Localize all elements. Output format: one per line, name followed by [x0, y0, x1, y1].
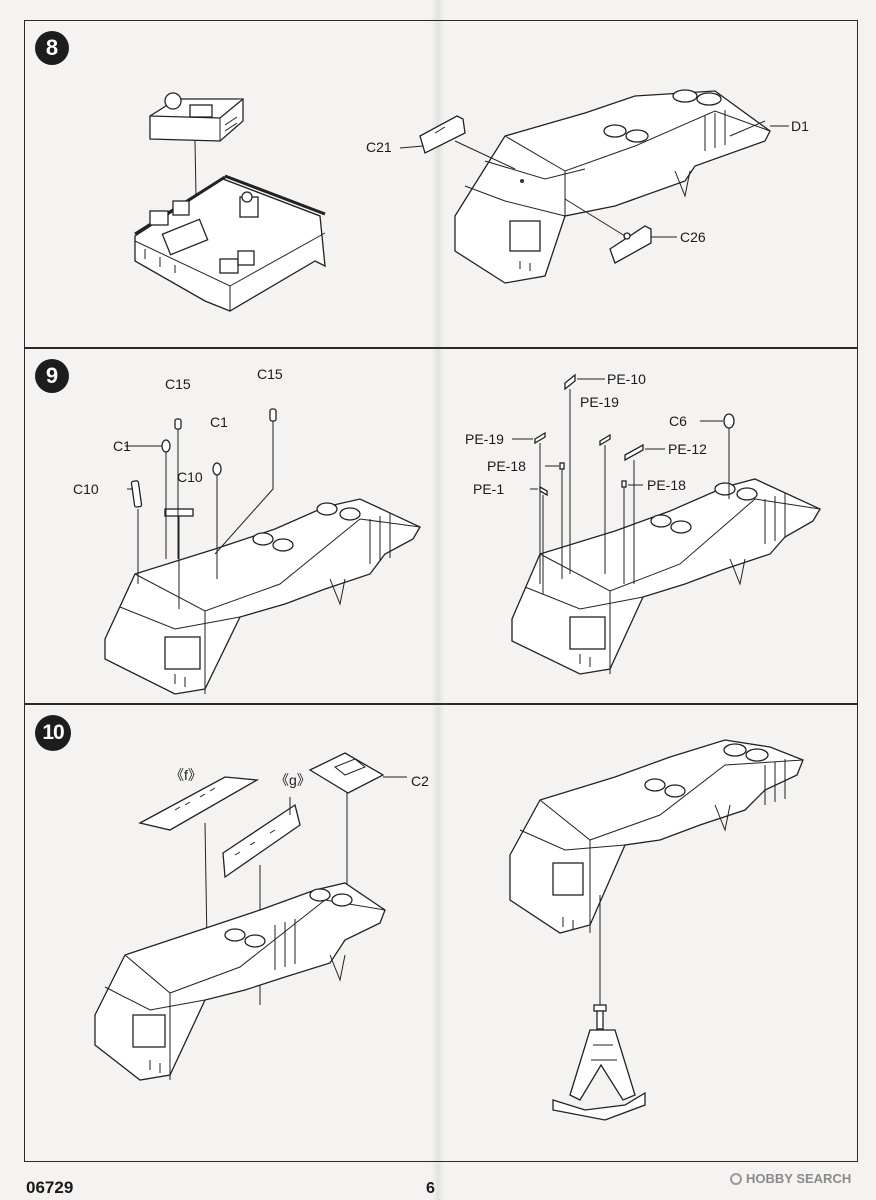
part-c10-b [164, 508, 194, 517]
watermark-logo-icon [730, 1172, 742, 1185]
product-code: 06729 [26, 1178, 74, 1197]
leader-lines [512, 378, 723, 490]
label-pe-10: PE-10 [607, 371, 646, 387]
part-pe-1 [539, 485, 548, 497]
step-10-panel: 10 《f》 《g》 C2 [24, 704, 858, 1162]
label-c6: C6 [669, 413, 687, 429]
label-c10-b: C10 [177, 469, 203, 485]
label-pe-1: PE-1 [473, 481, 504, 497]
label-c1-b: C1 [210, 414, 228, 430]
watermark-text: HOBBY SEARCH [746, 1171, 852, 1186]
step-number-badge: 10 [35, 715, 71, 751]
label-c10-a: C10 [73, 481, 99, 497]
radar-housing-part [149, 92, 244, 142]
label-g: 《g》 [275, 772, 311, 788]
label-c21: C21 [366, 139, 392, 155]
label-c1-a: C1 [113, 438, 131, 454]
part-pe-12 [624, 443, 644, 462]
step-10-drawing: 《f》 《g》 C2 [94, 739, 804, 1121]
leader-c21 [399, 145, 424, 149]
hull-module-left [104, 498, 421, 695]
step-number-badge: 8 [35, 31, 69, 65]
part-pe-19-b [599, 433, 611, 447]
label-c15-a: C15 [165, 376, 191, 392]
step-9-drawing: C15 C15 C1 C1 C10 C10 [73, 366, 821, 695]
part-c6 [723, 413, 735, 429]
hull-module-right [509, 739, 804, 934]
hull-module-left [94, 882, 386, 1081]
guide-lines [137, 421, 274, 609]
label-c15-b: C15 [257, 366, 283, 382]
part-pe-10 [564, 373, 576, 391]
label-pe-19-b: PE-19 [580, 394, 619, 410]
part-c1-a [161, 439, 171, 453]
label-c2: C2 [411, 773, 429, 789]
step-8-drawing: C21 D1 C26 [134, 89, 809, 312]
part-c2 [308, 752, 385, 794]
step-number-badge: 9 [35, 359, 69, 393]
part-c10-a [130, 480, 143, 508]
label-pe-12: PE-12 [668, 441, 707, 457]
label-f: 《f》 [170, 767, 202, 783]
part-c1-b [212, 462, 222, 476]
guide-line [454, 140, 516, 170]
label-c26: C26 [680, 229, 706, 245]
part-g [222, 803, 301, 879]
part-c21 [419, 115, 466, 154]
label-pe-18-a: PE-18 [487, 458, 526, 474]
page-fold [431, 0, 445, 1200]
page-number: 6 [426, 1180, 435, 1197]
part-pe-18-b [621, 480, 627, 488]
label-pe-19-a: PE-19 [465, 431, 504, 447]
stand-part [552, 1004, 646, 1121]
part-f [138, 776, 260, 831]
part-c15-b [269, 408, 277, 422]
deck-platform-part [134, 174, 326, 312]
hull-module-right [511, 478, 821, 675]
part-c26 [609, 225, 652, 264]
part-pe-19-a [534, 431, 546, 445]
part-c15-a [174, 418, 182, 430]
guide-lines [539, 389, 730, 594]
step-8-panel: 8 [24, 20, 858, 348]
step-9-panel: 9 C15 C15 C1 C1 C10 C10 [24, 348, 858, 704]
guide-line [564, 198, 626, 237]
label-pe-18-b: PE-18 [647, 477, 686, 493]
label-d1: D1 [791, 118, 809, 134]
watermark: HOBBY SEARCH [730, 1171, 851, 1186]
hull-module-part-d1 [454, 89, 771, 284]
part-pe-18-a [559, 462, 565, 470]
